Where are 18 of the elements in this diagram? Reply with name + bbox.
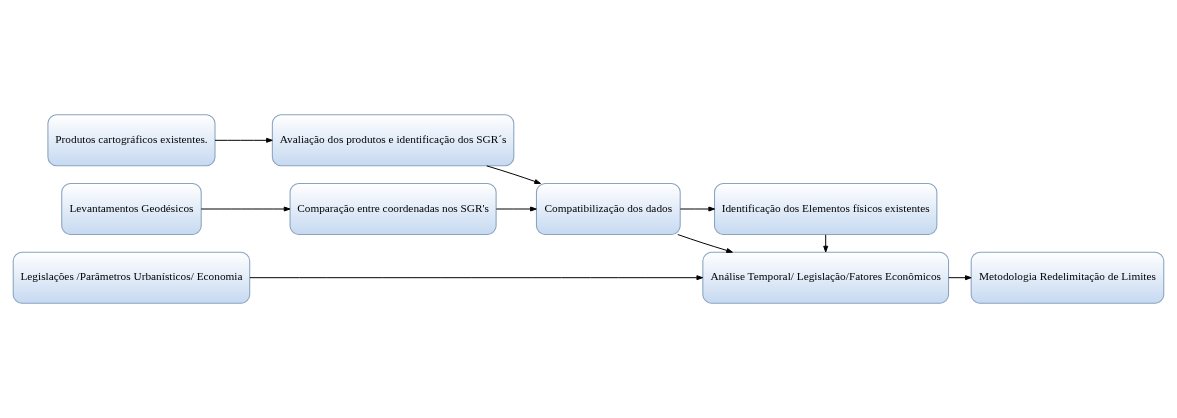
node-box: Comparação entre coordenadas nos SGR's (289, 183, 497, 235)
arrow (677, 234, 733, 253)
arrow (486, 165, 541, 184)
node-box: Produtos cartográficos existentes. (47, 114, 216, 167)
node-box: Compatibilização dos dados (535, 183, 681, 235)
arrow (495, 206, 537, 212)
node-box: Metodologia Redelimitação de Limites (970, 251, 1165, 304)
node-box: Análise Temporal/ Legislação/Fatores Econômicos (702, 251, 950, 304)
arrow (214, 137, 273, 143)
node-box: Levantamentos Geodésicos (61, 183, 202, 235)
node-box: Avaliação dos produtos e identificação dos SGR´s (271, 114, 515, 167)
arrow (200, 206, 291, 212)
arrow (249, 275, 704, 281)
arrow (823, 234, 829, 253)
node-box: Identificação dos Elementos físicos existentes (714, 183, 938, 235)
arrow (679, 206, 715, 212)
node-box: Legislações /Parâmetros Urbanísticos/ Economia (12, 251, 251, 304)
arrow (948, 275, 972, 281)
